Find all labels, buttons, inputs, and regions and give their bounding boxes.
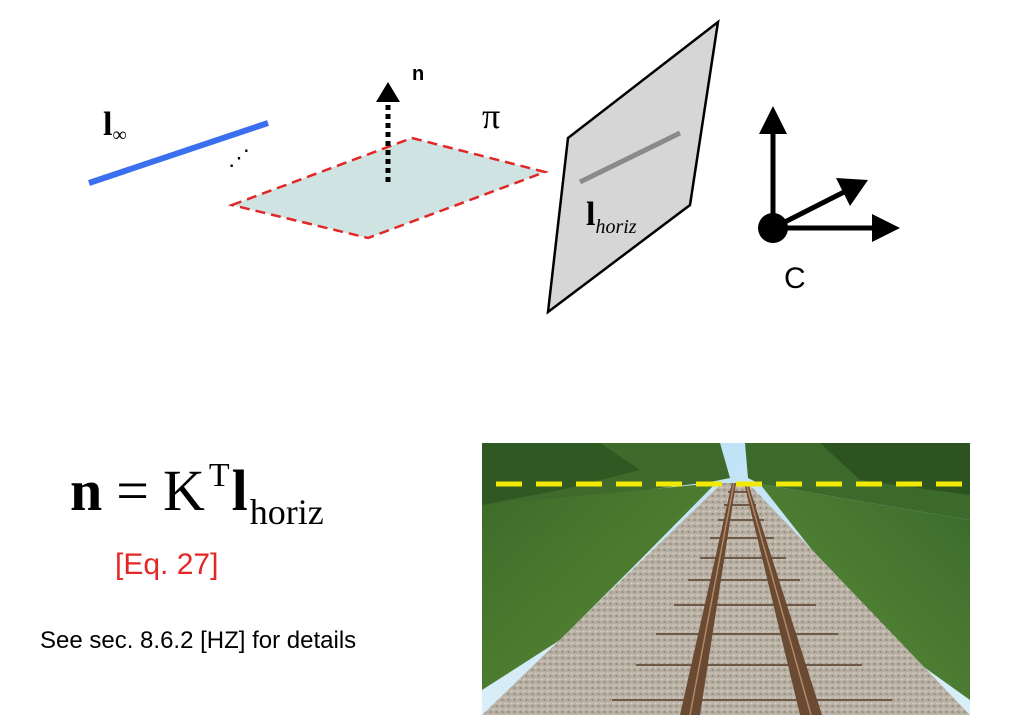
- normal-label: n: [412, 63, 424, 85]
- l-infinity-label: l∞: [103, 106, 127, 146]
- details-note: See sec. 8.6.2 [HZ] for details: [40, 627, 356, 654]
- equation-reference: [Eq. 27]: [115, 548, 218, 581]
- camera-frame: [758, 106, 900, 243]
- camera-right-arrowhead-icon: [872, 214, 900, 242]
- railway-tracks-photo: [482, 443, 970, 715]
- ellipsis-dots: ⋰: [228, 145, 250, 170]
- plane-label: π: [482, 96, 500, 136]
- camera-center-dot: [758, 213, 788, 243]
- horizon-line-in-image: [578, 130, 682, 185]
- camera-up-arrowhead-icon: [759, 106, 787, 134]
- normal-arrowhead-icon: [376, 82, 400, 102]
- camera-center-label: C: [784, 262, 806, 295]
- camera-depth-arrowhead-icon: [836, 178, 868, 206]
- line-at-infinity: [88, 120, 269, 186]
- ground-plane: [227, 136, 550, 240]
- image-plane: [546, 19, 720, 315]
- l-horiz-label: lhoriz: [586, 196, 637, 238]
